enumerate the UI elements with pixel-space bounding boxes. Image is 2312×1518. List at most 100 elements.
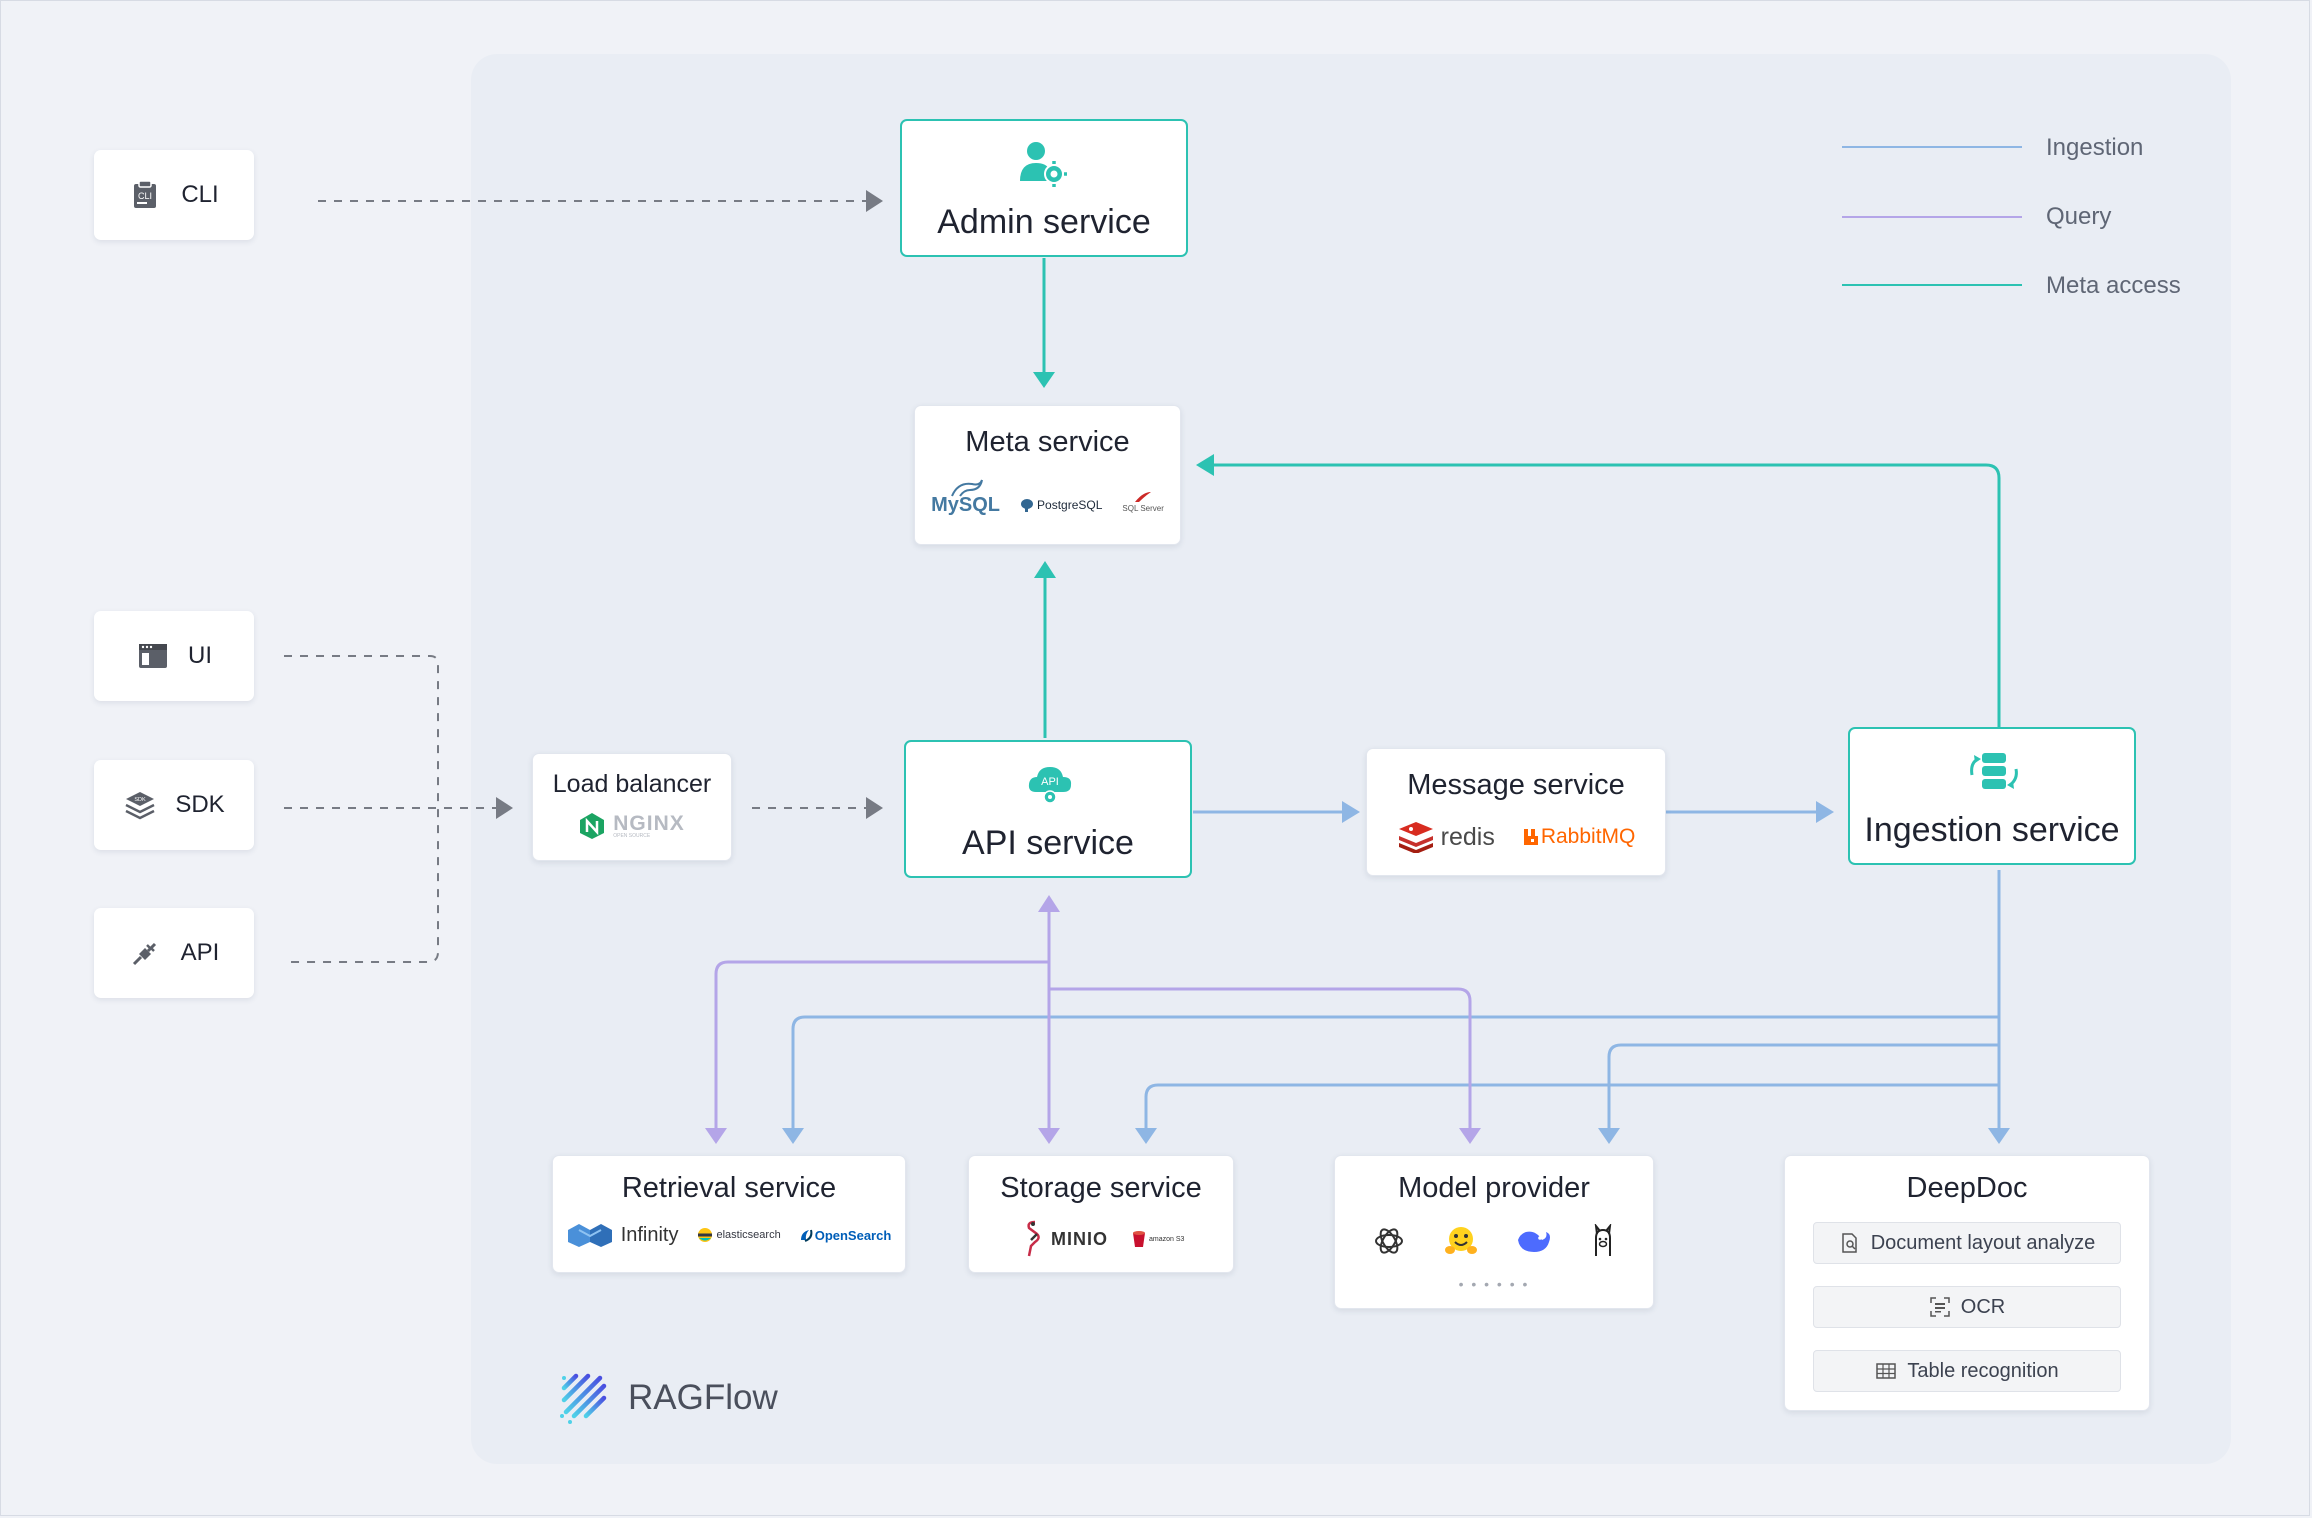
model-query-arrowhead bbox=[1459, 1128, 1481, 1144]
legend-ingestion-label: Ingestion bbox=[2046, 134, 2144, 161]
deepdoc-item-ocr-label: OCR bbox=[1960, 1295, 2006, 1318]
api-query-arrowhead bbox=[1038, 895, 1060, 912]
deepdoc-arrowhead bbox=[1988, 1128, 2010, 1144]
query-links bbox=[714, 910, 1472, 1130]
query-to-retrieval-link bbox=[714, 960, 1049, 1130]
elasticsearch-logo: elasticsearch bbox=[697, 1227, 781, 1243]
load-balancer-box[interactable]: Load balancer NGINX OPEN SOURCE bbox=[532, 753, 732, 861]
retrieval-blue-arrowhead bbox=[782, 1128, 804, 1144]
elasticsearch-icon bbox=[697, 1228, 712, 1242]
rabbitmq-icon bbox=[1523, 829, 1538, 845]
message-service-logos: redis RabbitMQ bbox=[1367, 821, 1665, 853]
retrieval-service-title: Retrieval service bbox=[621, 1172, 837, 1204]
sqlserver-icon bbox=[1135, 492, 1152, 502]
ocr-scan-icon bbox=[1930, 1297, 1950, 1317]
redis-logo: redis bbox=[1397, 821, 1495, 853]
meta-service-logos: MySQL PostgreSQL SQL Server bbox=[915, 478, 1180, 517]
client-ui[interactable]: UI bbox=[94, 611, 254, 701]
document-search-icon bbox=[1841, 1233, 1857, 1253]
client-sdk-label: SDK bbox=[175, 791, 225, 818]
redis-cube-icon bbox=[1398, 822, 1433, 853]
storage-query-arrowhead bbox=[1038, 1128, 1060, 1144]
client-api[interactable]: API bbox=[94, 908, 254, 998]
storage-service-logos: MINIO amazon S3 bbox=[969, 1220, 1233, 1258]
message-service-box[interactable]: Message service redis RabbitMQ bbox=[1366, 748, 1666, 876]
mysql-dolphin-icon bbox=[950, 479, 983, 497]
ingestion-arrowheads bbox=[782, 801, 2010, 1144]
deepdoc-item-ocr[interactable]: OCR bbox=[1813, 1286, 2121, 1328]
storage-blue-arrowhead bbox=[1135, 1128, 1157, 1144]
meta-service-box[interactable]: Meta service MySQL PostgreSQL SQL Server bbox=[914, 405, 1181, 545]
meta-left-arrowhead bbox=[1196, 454, 1214, 476]
svg-text:SDK: SDK bbox=[135, 797, 147, 803]
legend-ingestion-line bbox=[1842, 146, 2022, 148]
deepdoc-item-table[interactable]: Table recognition bbox=[1813, 1350, 2121, 1392]
ingestion-to-meta-link bbox=[1214, 463, 2001, 727]
cli-icon: CLI bbox=[134, 180, 157, 208]
nginx-hexagon-icon bbox=[580, 813, 605, 839]
retrieval-service-box[interactable]: Retrieval service Infinity elasticsearch… bbox=[552, 1155, 906, 1273]
deepdoc-item-layout[interactable]: Document layout analyze bbox=[1813, 1222, 2121, 1264]
admin-gear-icon bbox=[1020, 142, 1067, 187]
meta-arrowheads bbox=[1033, 372, 1214, 578]
ragflow-brand: RAGFlow bbox=[558, 1370, 778, 1426]
deepdoc-item-table-label: Table recognition bbox=[1907, 1359, 2059, 1382]
query-arrowheads bbox=[705, 895, 1481, 1144]
sdk-stack-icon: SDK bbox=[125, 792, 155, 820]
mysql-logo: MySQL bbox=[931, 478, 1000, 517]
ragflow-logo-icon bbox=[560, 1373, 607, 1424]
model-provider-more: • • • • • • bbox=[1458, 1276, 1530, 1292]
infinity-icon bbox=[567, 1224, 612, 1247]
deepdoc-box[interactable]: DeepDoc Document layout analyze OCR Tabl… bbox=[1784, 1155, 2150, 1411]
openai-icon bbox=[1375, 1228, 1403, 1254]
opensearch-logo: OpenSearch bbox=[799, 1227, 892, 1243]
message-arrowhead bbox=[1342, 801, 1360, 823]
model-provider-title: Model provider bbox=[1398, 1172, 1590, 1204]
nginx-logo-text: NGINX bbox=[613, 812, 685, 835]
amazon-s3-logo: amazon S3 bbox=[1132, 1230, 1184, 1248]
api-service-title: API service bbox=[962, 824, 1134, 862]
client-ui-label: UI bbox=[188, 642, 212, 669]
model-provider-box[interactable]: Model provider • • • • • • bbox=[1334, 1155, 1654, 1309]
deepdoc-item-layout-label: Document layout analyze bbox=[1870, 1231, 2096, 1254]
meta-access-links bbox=[1042, 258, 2001, 738]
client-cli[interactable]: CLI CLI bbox=[94, 150, 254, 240]
opensearch-logo-text: OpenSearch bbox=[814, 1227, 892, 1243]
elasticsearch-logo-text: elasticsearch bbox=[716, 1229, 781, 1241]
nginx-logo: NGINX OPEN SOURCE bbox=[533, 812, 731, 840]
amazon-s3-bucket-icon bbox=[1133, 1231, 1145, 1247]
client-dashed-links bbox=[284, 200, 868, 963]
admin-service-box[interactable]: Admin service bbox=[900, 119, 1188, 257]
ingestion-to-storage-link bbox=[1144, 1083, 1999, 1130]
dashed-arrowheads bbox=[496, 190, 883, 819]
message-service-title: Message service bbox=[1407, 769, 1625, 801]
client-sdk[interactable]: SDK SDK bbox=[94, 760, 254, 850]
postgresql-logo: PostgreSQL bbox=[1020, 498, 1102, 512]
legend-meta-access-label: Meta access bbox=[2046, 272, 2181, 299]
mysql-logo-text: MySQL bbox=[931, 494, 1001, 516]
retrieval-service-logos: Infinity elasticsearch OpenSearch bbox=[553, 1222, 905, 1248]
storage-service-title: Storage service bbox=[1000, 1172, 1202, 1204]
ingestion-to-retrieval-link bbox=[791, 1015, 1999, 1130]
sqlserver-logo-text: SQL Server bbox=[1122, 504, 1164, 513]
minio-logo: MINIO bbox=[1023, 1220, 1108, 1258]
client-cli-label: CLI bbox=[181, 181, 219, 208]
meta-up-arrowhead bbox=[1034, 561, 1056, 578]
api-service-box[interactable]: API API service bbox=[904, 740, 1192, 878]
ingestion-service-box[interactable]: Ingestion service bbox=[1848, 727, 2136, 865]
nginx-logo-subtext: OPEN SOURCE bbox=[613, 833, 651, 839]
api-cloud-icon-label: API bbox=[1041, 776, 1059, 788]
browser-window-icon bbox=[139, 644, 167, 668]
query-to-model-link bbox=[1049, 987, 1472, 1130]
rabbitmq-logo: RabbitMQ bbox=[1523, 825, 1635, 849]
meta-service-title: Meta service bbox=[965, 426, 1130, 458]
api-cloud-icon: API bbox=[1028, 767, 1072, 804]
infinity-logo-text: Infinity bbox=[620, 1223, 679, 1246]
deepdoc-title: DeepDoc bbox=[1906, 1172, 2028, 1204]
svg-text:CLI: CLI bbox=[138, 191, 152, 201]
storage-service-box[interactable]: Storage service MINIO amazon S3 bbox=[968, 1155, 1234, 1273]
deepseek-icon bbox=[1518, 1231, 1550, 1252]
ingestion-sync-icon bbox=[1970, 753, 2018, 789]
admin-service-title: Admin service bbox=[937, 203, 1151, 241]
huggingface-icon bbox=[1445, 1227, 1477, 1254]
